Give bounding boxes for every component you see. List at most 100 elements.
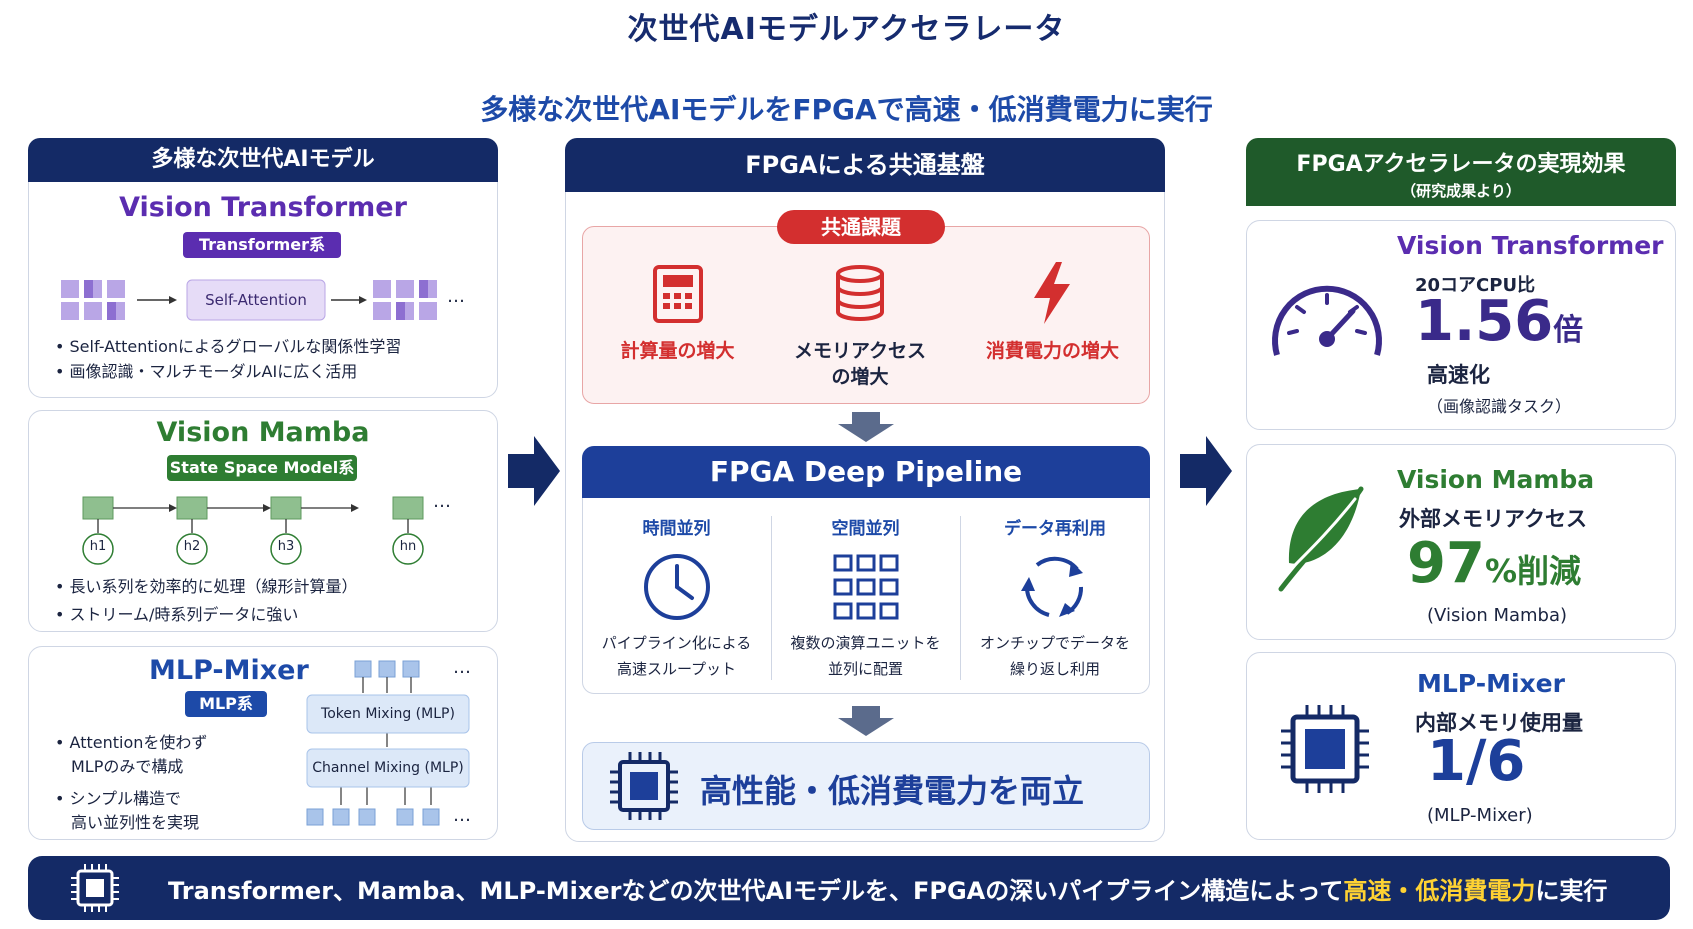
list-item: • Attentionを使わず [55,733,208,752]
arrow-right-icon [1180,436,1232,506]
model-card-vit: Vision Transformer Transformer系 Self-Att… [28,182,498,398]
challenge-memory-line2: の増大 [831,366,889,388]
challenge-memory: メモリアクセス の増大 [775,338,945,390]
speedometer-icon [1272,285,1382,356]
mlp-channel-mixing-label: Channel Mixing (MLP) [312,760,464,776]
pipeline-time-line1: パイプライン化による [601,634,752,652]
pipeline-time-line2: 高速スループット [616,660,737,678]
mlp-bullets: • Attentionを使わず MLPのみで構成 • シンプル構造で 高い並列性… [55,731,207,835]
vit-result-name: Vision Transformer [1397,231,1664,260]
tag-mlp: MLP系 [185,691,267,717]
footer-text-pre: Transformer、Mamba、MLP-Mixerなどの次世代AIモデルを、… [168,877,1344,905]
vit-result-value: 1.56 [1415,289,1554,354]
mlp-ellipsis-bottom: … [453,805,471,826]
model-name-mamba: Vision Mamba [156,417,370,448]
list-item: • 画像認識・マルチモーダルAIに広く活用 [55,362,358,381]
result-card-mamba: Vision Mamba 外部メモリアクセス 97%削減 (Vision Mam… [1246,444,1676,640]
footer-text-highlight: 高速・低消費電力 [1343,877,1536,905]
pipeline-time-title: 時間並列 [642,519,711,539]
tag-transformer: Transformer系 [183,232,341,258]
pipeline-space-desc: 複数の演算ユニットを 並列に配置 [771,630,960,682]
grid-icon [833,554,899,620]
right-subheading-text: （研究成果より） [1401,182,1521,200]
pipeline-reuse-line1: オンチップでデータを [979,634,1130,652]
result-card-mlp: MLP-Mixer 内部メモリ使用量 1/6 (MLP-Mixer) [1246,652,1676,840]
list-item: • ストリーム/時系列データに強い [55,605,299,624]
arrow-down-icon [838,412,894,442]
mamba-result-label: 外部メモリアクセス [1399,507,1587,531]
pipeline-time-desc: パイプライン化による 高速スループット [582,630,771,682]
pipeline-space-line1: 複数の演算ユニットを [790,634,941,652]
challenge-memory-line1: メモリアクセス [793,340,927,362]
pipeline-reuse-title: データ再利用 [1004,519,1106,539]
footer-text: Transformer、Mamba、MLP-Mixerなどの次世代AIモデルを、… [168,871,1607,906]
challenges-title: 共通課題 [777,210,945,244]
mamba-result-name: Vision Mamba [1397,465,1595,494]
pipeline-divider [960,516,961,680]
vit-result-note: （画像認識タスク） [1427,397,1572,416]
tag-ssm: State Space Model系 [167,455,357,481]
model-name-mlp: MLP-Mixer [149,655,309,686]
mlp-result-note: (MLP-Mixer) [1427,805,1533,826]
pipeline-space-line2: 並列に配置 [827,660,903,678]
mamba-bullets: • 長い系列を効率的に処理（線形計算量） • ストリーム/時系列データに強い [55,573,358,629]
vit-ellipsis: … [447,286,465,307]
calculator-icon [653,265,703,323]
right-heading-text: FPGAアクセラレータの実現効果 [1296,152,1626,177]
list-item: • シンプル構造で [55,789,182,808]
pipeline-reuse-line2: 繰り返し利用 [1009,660,1100,678]
vit-result-effect: 高速化 [1427,363,1490,387]
pipeline-reuse-desc: オンチップでデータを 繰り返し利用 [960,630,1150,682]
vit-attention-diagram [61,279,437,321]
pipeline-title: FPGA Deep Pipeline [709,455,1023,488]
left-heading: 多様な次世代AIモデル [28,138,498,182]
database-icon [836,265,884,321]
vit-bullets: • Self-Attentionによるグローバルな関係性学習 • 画像認識・マル… [55,334,401,384]
challenge-power: 消費電力の増大 [965,338,1140,364]
footer-bar: Transformer、Mamba、MLP-Mixerなどの次世代AIモデルを、… [28,856,1670,920]
middle-heading: FPGAによる共通基盤 [565,138,1165,192]
mamba-result-value: 97 [1407,531,1485,596]
state-h1: h1 [89,539,107,554]
leaf-icon [1278,486,1364,592]
clock-icon [644,554,710,620]
right-heading: FPGAアクセラレータの実現効果 （研究成果より） [1246,138,1676,206]
mlp-mixer-diagram [306,660,470,826]
state-hn: hn [399,539,417,554]
mamba-result-unit: %削減 [1484,552,1582,590]
pipeline-space-title: 空間並列 [831,519,900,539]
vit-result-unit: 倍 [1553,313,1584,348]
list-item: • 長い系列を効率的に処理（線形計算量） [55,577,358,596]
list-item: • Self-Attentionによるグローバルな関係性学習 [55,337,402,356]
mamba-state-diagram [82,496,424,565]
model-card-mlp: MLP-Mixer MLP系 Token Mixing (MLP) Channe… [28,646,498,840]
chip-icon [1281,705,1369,793]
chip-icon [71,864,119,912]
state-h3: h3 [277,539,295,554]
model-name-vit: Vision Transformer [119,192,407,223]
mamba-result-note: (Vision Mamba) [1427,605,1568,626]
chip-icon [610,752,678,820]
mamba-result-value-row: 97%削減 [1407,531,1581,596]
mlp-result-label: 内部メモリ使用量 [1415,711,1583,735]
challenge-compute: 計算量の増大 [595,338,760,364]
pipeline-divider [771,516,772,680]
mamba-ellipsis: … [433,491,451,512]
mlp-token-mixing-label: Token Mixing (MLP) [321,706,455,722]
arrow-down-icon [838,706,894,736]
state-h2: h2 [183,539,201,554]
cycle-icon [1021,556,1083,617]
result-card-vit: Vision Transformer 20コアCPU比 1.56倍 高速化 （画… [1246,220,1676,430]
vit-result-label: 20コアCPU比 [1415,275,1536,296]
result-box [582,742,1150,830]
challenges-box [582,226,1150,404]
list-item: 高い並列性を実現 [71,813,200,832]
list-item: MLPのみで構成 [71,757,184,776]
mlp-result-name: MLP-Mixer [1417,669,1565,698]
pipeline-title-bar: FPGA Deep Pipeline [582,446,1150,498]
result-text: 高性能・低消費電力を両立 [700,772,1085,810]
left-heading-text: 多様な次世代AIモデル [151,147,375,172]
vit-result-value-row: 1.56倍 [1415,289,1583,354]
middle-heading-text: FPGAによる共通基盤 [745,151,985,179]
lightning-icon [1034,262,1070,324]
